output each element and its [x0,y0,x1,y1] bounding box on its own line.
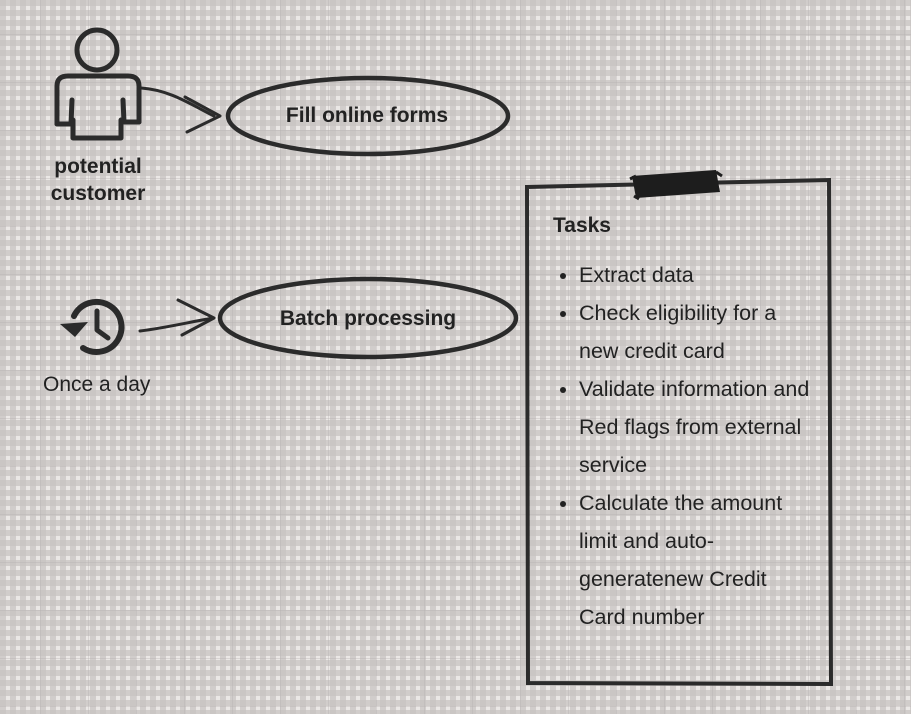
task-note-card [524,170,834,687]
actor-label: potential customer [50,155,146,205]
association-arrow-actor [139,86,222,134]
task-item: Validate information and Red flags from … [579,370,813,484]
note-title: Tasks [553,214,611,237]
tape-strip [632,170,720,198]
person-icon [54,27,142,141]
task-item: Calculate the amount limit and auto-gene… [579,484,813,636]
note-content: Tasks Extract data Check eligibility for… [553,214,813,636]
timer-label: Once a day [43,373,151,396]
use-case-label-batch-processing: Batch processing [279,307,457,330]
task-item: Extract data [579,256,813,294]
use-case-fill-online-forms[interactable] [225,75,511,157]
history-clock-icon [60,298,125,355]
task-item: Check eligibility for a new credit card [579,294,813,370]
use-case-batch-processing[interactable] [217,276,519,360]
association-arrow-timer [138,298,216,337]
use-case-label-fill-online-forms: Fill online forms [285,104,449,127]
task-list: Extract data Check eligibility for a new… [553,256,813,636]
